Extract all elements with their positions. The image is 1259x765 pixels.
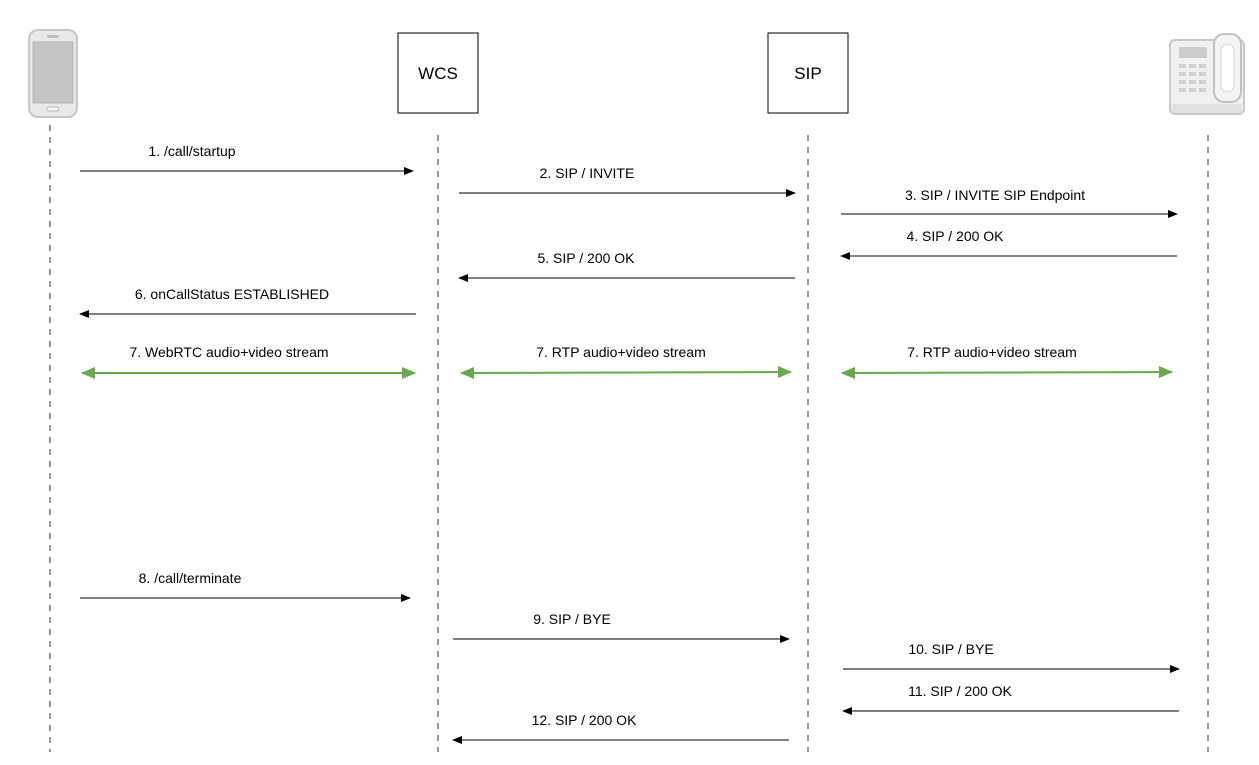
desk-phone-icon [1169, 33, 1245, 115]
message-arrow-8 [460, 366, 792, 379]
message-arrow-9 [841, 366, 1173, 379]
smartphone-icon [28, 29, 78, 118]
participant-sip: SIP [767, 32, 849, 114]
message-label-7: 7. WebRTC audio+video stream [129, 344, 328, 360]
message-label-13: 11. SIP / 200 OK [908, 683, 1012, 699]
message-label-8: 7. RTP audio+video stream [536, 344, 706, 360]
message-label-14: 12. SIP / 200 OK [532, 712, 637, 728]
message-label-9: 7. RTP audio+video stream [907, 344, 1077, 360]
message-label-2: 2. SIP / INVITE [540, 165, 635, 181]
wcs-label: WCS [418, 64, 458, 83]
message-label-5: 5. SIP / 200 OK [537, 250, 635, 266]
message-label-10: 8. /call/terminate [139, 570, 242, 586]
message-label-6: 6. onCallStatus ESTABLISHED [135, 286, 329, 302]
messages-group: 1. /call/startup 2. SIP / INVITE 3. SIP / … [79, 143, 1180, 744]
participant-wcs: WCS [397, 32, 479, 114]
message-label-1: 1. /call/startup [148, 143, 235, 159]
message-label-12: 10. SIP / BYE [908, 641, 993, 657]
sip-label: SIP [794, 64, 821, 83]
message-label-11: 9. SIP / BYE [533, 611, 611, 627]
message-label-4: 4. SIP / 200 OK [906, 228, 1004, 244]
message-label-3: 3. SIP / INVITE SIP Endpoint [905, 187, 1085, 203]
